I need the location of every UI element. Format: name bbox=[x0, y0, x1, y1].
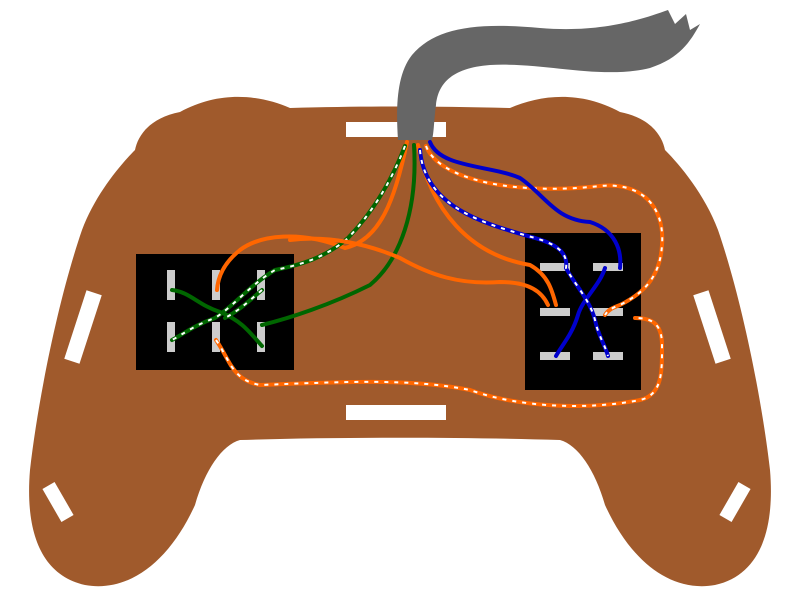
green-striped-left-stripe bbox=[171, 145, 406, 341]
orange-striped-right bbox=[424, 144, 665, 317]
pin bbox=[540, 308, 570, 316]
green-solid-cross bbox=[260, 143, 417, 327]
pin bbox=[212, 322, 220, 352]
blue-solid-right-2 bbox=[554, 266, 607, 358]
orange-striped-left-stripe bbox=[215, 317, 664, 407]
pin bbox=[167, 322, 175, 352]
green-striped-cross-stripe bbox=[224, 289, 263, 319]
pin bbox=[167, 270, 175, 300]
orange-solid-right bbox=[416, 143, 558, 307]
pin bbox=[257, 270, 265, 300]
blue-striped-right-stripe bbox=[419, 149, 609, 357]
pin bbox=[257, 322, 265, 352]
slot-bottom bbox=[346, 405, 446, 420]
slot-right-mid bbox=[693, 290, 731, 364]
cable-jacket bbox=[397, 10, 700, 140]
slot-left-mid bbox=[64, 290, 102, 364]
slot-right-grip bbox=[719, 482, 751, 522]
pin bbox=[593, 263, 623, 271]
pin bbox=[540, 263, 570, 271]
controller-body bbox=[29, 96, 771, 587]
orange-solid-right-2 bbox=[288, 236, 550, 307]
blue-solid-right bbox=[428, 140, 623, 270]
slot-left-grip bbox=[42, 482, 74, 522]
